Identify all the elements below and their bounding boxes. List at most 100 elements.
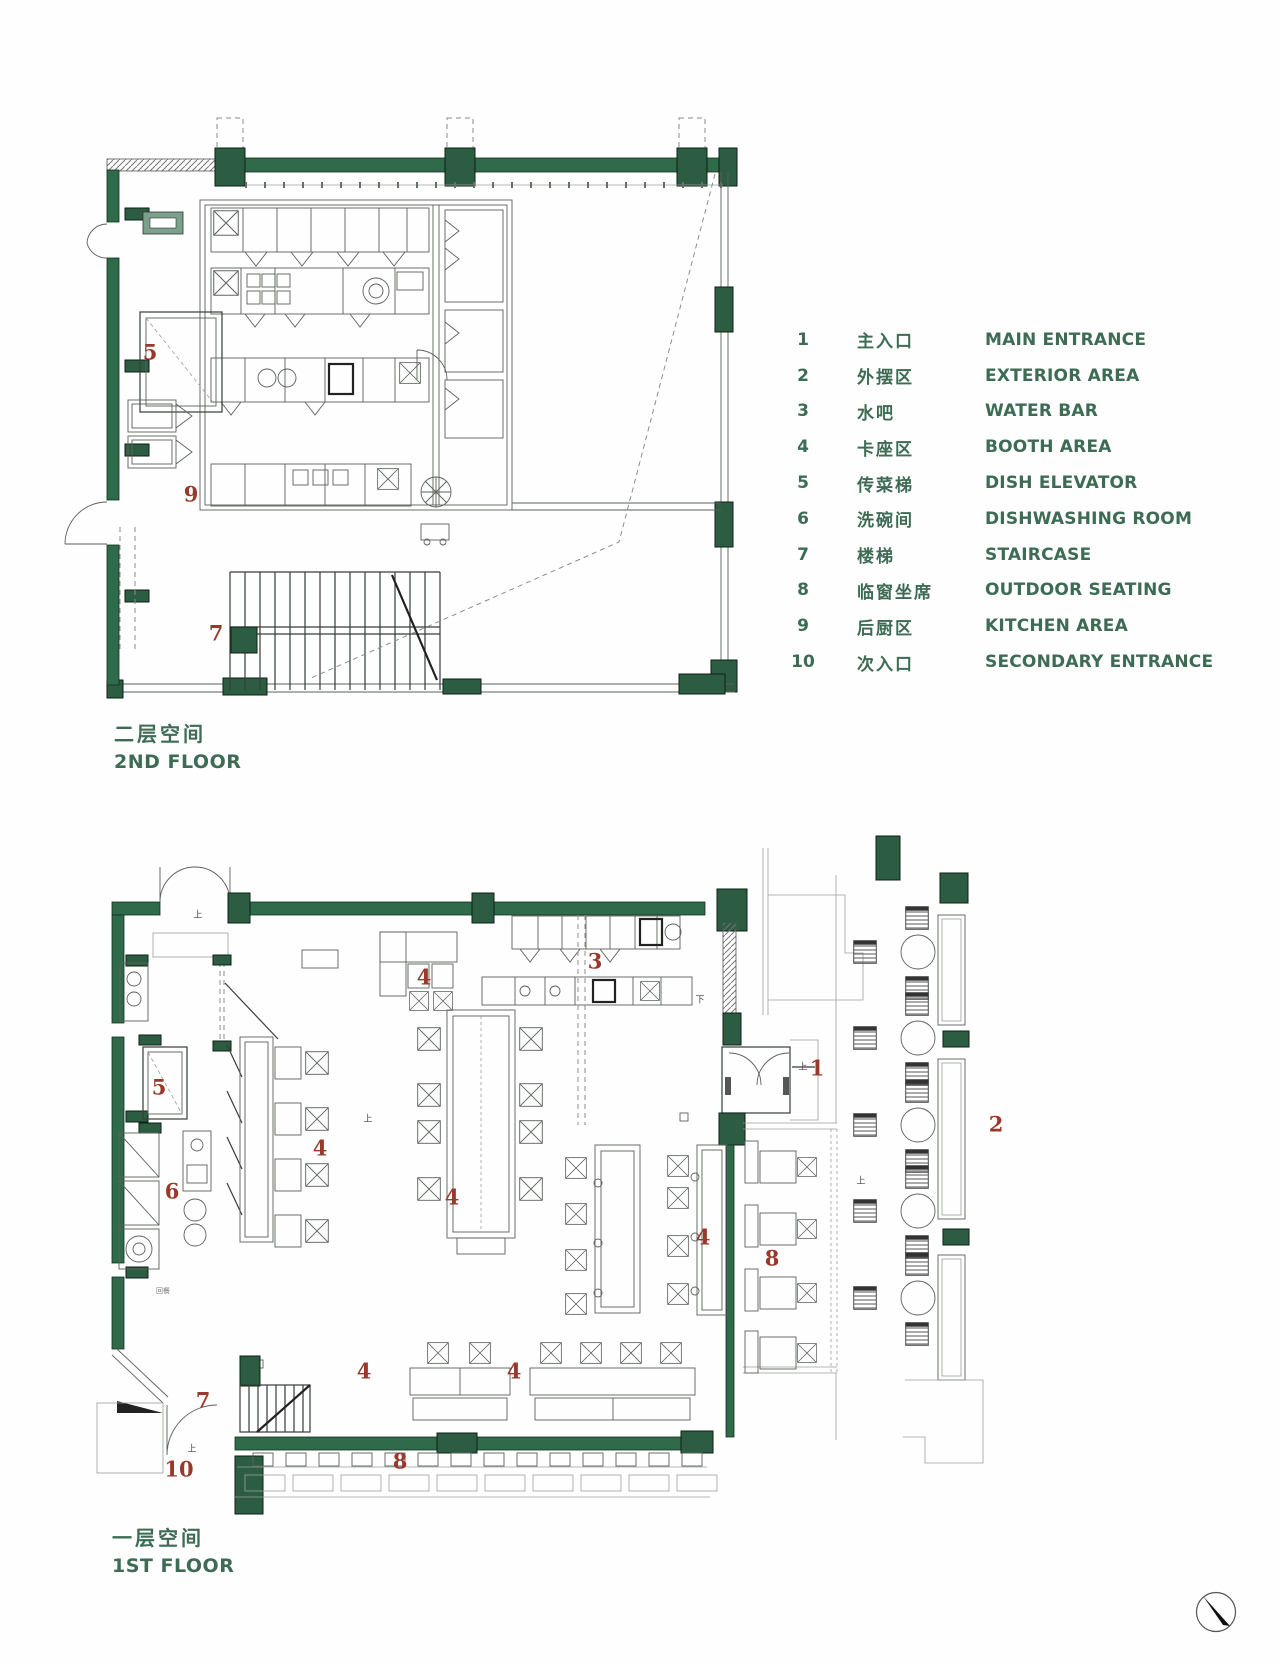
legend-zh: 主入口 xyxy=(857,332,914,353)
label-window-seating-bottom: 8 xyxy=(392,1448,408,1474)
legend-zh: 传菜梯 xyxy=(857,475,914,496)
label-booth-center: 4 xyxy=(444,1184,460,1210)
booth-right xyxy=(667,1144,728,1316)
communal-table-center xyxy=(417,1009,543,1255)
legend-en: MAIN ENTRANCE xyxy=(985,329,1147,350)
label-water-bar: 3 xyxy=(587,948,603,974)
double-door xyxy=(159,866,231,903)
legend-row: 9 后厨区 KITCHEN AREA xyxy=(790,608,1213,644)
legend-row: 10 次入口 SECONDARY ENTRANCE xyxy=(790,644,1213,680)
legend-num: 3 xyxy=(797,401,809,422)
floor-plan-2nd xyxy=(64,117,738,699)
legend-zh: 后厨区 xyxy=(857,618,914,639)
label-dish-elevator-1f: 5 xyxy=(151,1074,167,1100)
legend-zh: 楼梯 xyxy=(857,547,895,568)
wall-top xyxy=(234,901,706,916)
void-dashed-line xyxy=(310,173,716,679)
booth-top xyxy=(379,931,458,1011)
door-arc xyxy=(86,223,108,244)
label-booth-right: 4 xyxy=(695,1224,711,1250)
floor-plan-1st xyxy=(96,835,984,1515)
entrance-vestibule xyxy=(721,1039,819,1121)
label-booth-bottom-right: 4 xyxy=(506,1358,522,1384)
legend-en: SECONDARY ENTRANCE xyxy=(985,652,1214,673)
booth-bottom-left xyxy=(409,1342,511,1421)
label-booth-bottom-left: 4 xyxy=(356,1358,372,1384)
outdoor-bench-row xyxy=(235,1474,718,1498)
legend-zh: 洗碗间 xyxy=(857,511,914,532)
legend-num: 2 xyxy=(797,365,809,386)
legend-zh: 临窗坐席 xyxy=(857,582,933,603)
legend-num: 4 xyxy=(797,437,809,458)
floor2-title-en: 2ND FLOOR xyxy=(114,751,242,773)
wall-left xyxy=(106,169,120,223)
kitchen-counter xyxy=(210,207,430,253)
label-booth-top: 4 xyxy=(416,964,432,990)
legend-num: 8 xyxy=(797,580,809,601)
wall-right xyxy=(725,1144,735,1438)
floor2-title-zh: 二层空间 xyxy=(114,722,206,746)
label-dishwashing: 6 xyxy=(164,1178,180,1204)
legend-num: 7 xyxy=(797,544,809,565)
label-dish-elevator-2f: 5 xyxy=(142,339,158,365)
up-mark: 上 xyxy=(856,1176,866,1187)
window-seating-right xyxy=(743,1122,838,1374)
legend-en: DISHWASHING ROOM xyxy=(985,508,1193,529)
water-bar xyxy=(481,915,693,1006)
legend-num: 1 xyxy=(797,329,809,350)
label-secondary-entrance: 10 xyxy=(164,1456,194,1482)
label-window-seating-right: 8 xyxy=(764,1245,780,1271)
up-mark: 上 xyxy=(187,1444,197,1455)
up-mark: 上 xyxy=(193,910,203,921)
up-mark: 上 xyxy=(798,1062,808,1073)
label-staircase-1f: 7 xyxy=(195,1387,211,1413)
legend-row: 1 主入口 MAIN ENTRANCE xyxy=(790,322,1213,358)
window-bar-stools xyxy=(252,1452,703,1467)
column xyxy=(214,147,246,187)
legend-en: BOOTH AREA xyxy=(985,437,1112,458)
secondary-entrance xyxy=(96,1348,218,1474)
dish-elevator-2f xyxy=(139,311,223,413)
pass-window-label: 回餐 xyxy=(156,1287,170,1295)
legend-en: STAIRCASE xyxy=(985,544,1092,565)
legend-en: WATER BAR xyxy=(985,401,1099,422)
floor1-title-en: 1ST FLOOR xyxy=(112,1555,235,1577)
legend-en: KITCHEN AREA xyxy=(985,616,1128,637)
exterior-area xyxy=(835,835,984,1464)
legend-zh: 外摆区 xyxy=(857,368,914,389)
staircase-1f xyxy=(239,1355,311,1433)
legend-en: OUTDOOR SEATING xyxy=(985,580,1172,601)
banquette-left xyxy=(239,1036,329,1248)
down-mark: 下 xyxy=(695,995,705,1006)
label-booth-left: 4 xyxy=(312,1135,328,1161)
staircase-2f xyxy=(229,571,441,690)
legend-zh: 卡座区 xyxy=(857,439,914,460)
label-kitchen-area: 9 xyxy=(183,481,199,507)
label-exterior-area: 2 xyxy=(988,1111,1004,1137)
booth-bottom-right xyxy=(529,1342,696,1421)
north-arrow-icon xyxy=(1195,1591,1237,1633)
legend-num: 10 xyxy=(791,652,815,673)
legend-en: EXTERIOR AREA xyxy=(985,365,1140,386)
legend-zh: 次入口 xyxy=(857,654,914,675)
legend-row: 4 卡座区 BOOTH AREA xyxy=(790,429,1213,465)
kitchen-room xyxy=(199,199,513,511)
wall-top xyxy=(232,157,730,173)
floor1-title-zh: 一层空间 xyxy=(112,1526,204,1550)
legend-en: DISH ELEVATOR xyxy=(985,473,1138,494)
legend-num: 9 xyxy=(797,616,809,637)
dish-elevator-1f xyxy=(142,1046,188,1120)
label-main-entrance: 1 xyxy=(809,1055,825,1081)
legend-row: 2 外摆区 EXTERIOR AREA xyxy=(790,358,1213,394)
communal-table-right xyxy=(565,1144,641,1315)
dishwashing-units xyxy=(118,1130,212,1270)
up-mark: 上 xyxy=(363,1114,373,1125)
legend-row: 8 临窗坐席 OUTDOOR SEATING xyxy=(790,573,1213,609)
label-staircase-2f: 7 xyxy=(208,620,224,646)
legend-row: 7 楼梯 STAIRCASE xyxy=(790,537,1213,573)
